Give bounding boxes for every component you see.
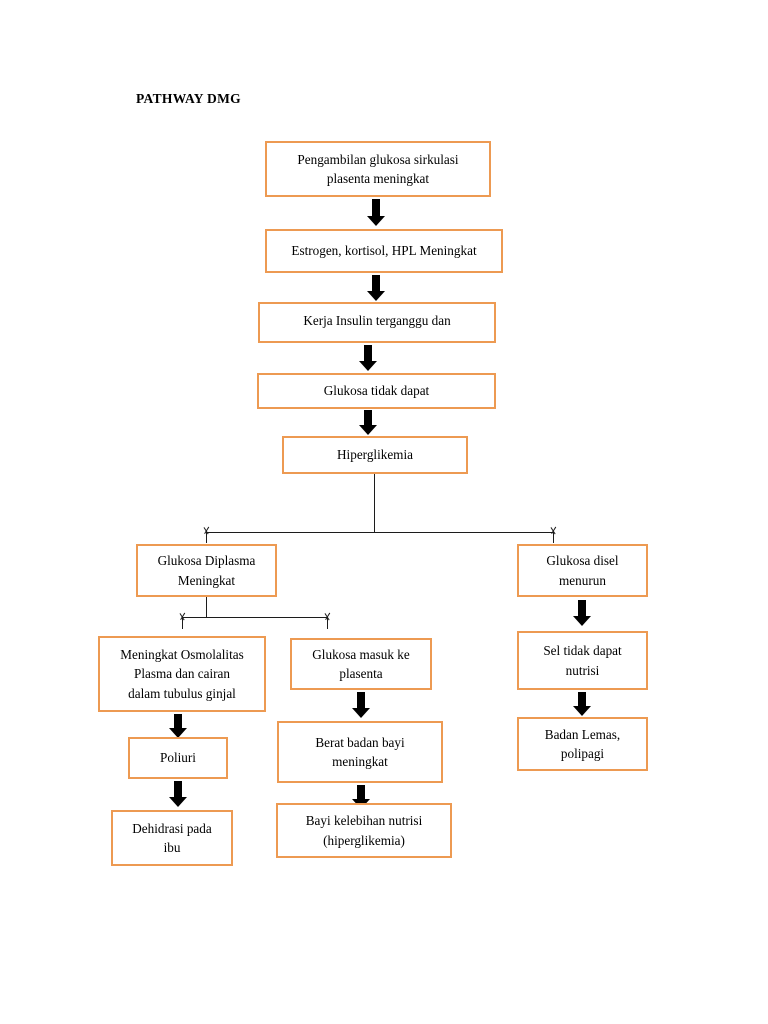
arrow-n7-n10 bbox=[573, 600, 591, 626]
node-glukosa-diplasma-meningkat[interactable]: Glukosa Diplasma Meningkat bbox=[136, 544, 277, 597]
arrow-n1-n2 bbox=[367, 199, 385, 226]
node-berat-badan-bayi-meningkat[interactable]: Berat badan bayi meningkat bbox=[277, 721, 443, 783]
node-badan-lemas-polipagi[interactable]: Badan Lemas, polipagi bbox=[517, 717, 648, 771]
node-label: Hiperglikemia bbox=[337, 447, 413, 463]
node-dehidrasi-pada-ibu[interactable]: Dehidrasi pada ibu bbox=[111, 810, 233, 866]
node-label: Estrogen, kortisol, HPL Meningkat bbox=[291, 243, 477, 259]
arrowhead-to-glukosa-plasenta bbox=[321, 619, 333, 631]
node-label: Sel tidak dapat nutrisi bbox=[543, 643, 622, 678]
connector-hiperglikemia-drop bbox=[374, 474, 375, 532]
node-poliuri[interactable]: Poliuri bbox=[128, 737, 228, 779]
node-label: Berat badan bayi meningkat bbox=[315, 734, 405, 769]
node-meningkat-osmolalitas[interactable]: Meningkat Osmolalitas Plasma dan cairan … bbox=[98, 636, 266, 712]
arrow-n11-n14 bbox=[169, 781, 187, 807]
arrowhead-to-osmolalitas bbox=[176, 619, 188, 631]
node-glukosa-disel-menurun[interactable]: Glukosa disel menurun bbox=[517, 544, 648, 597]
node-hiperglikemia[interactable]: Hiperglikemia bbox=[282, 436, 468, 474]
page-title: PATHWAY DMG bbox=[136, 91, 241, 106]
node-label: Glukosa Diplasma Meningkat bbox=[157, 553, 256, 588]
node-label: Glukosa tidak dapat bbox=[323, 383, 430, 399]
node-glukosa-tidak-dapat[interactable]: Glukosa tidak dapat bbox=[257, 373, 496, 409]
node-label: Glukosa disel menurun bbox=[546, 553, 619, 588]
node-estrogen-kortisol-hpl[interactable]: Estrogen, kortisol, HPL Meningkat bbox=[265, 229, 503, 273]
arrow-n10-n13 bbox=[573, 692, 591, 716]
node-glukosa-masuk-plasenta[interactable]: Glukosa masuk ke plasenta bbox=[290, 638, 432, 690]
arrow-n9-n12 bbox=[352, 692, 370, 718]
node-label: Bayi kelebihan nutrisi (hiperglikemia) bbox=[305, 813, 423, 848]
arrow-n2-n3 bbox=[367, 275, 385, 301]
node-pengambilan-glukosa[interactable]: Pengambilan glukosa sirkulasi plasenta m… bbox=[265, 141, 491, 197]
node-kerja-insulin-terganggu[interactable]: Kerja Insulin terganggu dan bbox=[258, 302, 496, 343]
node-bayi-kelebihan-nutrisi[interactable]: Bayi kelebihan nutrisi (hiperglikemia) bbox=[276, 803, 452, 858]
connector-diplasma-branch bbox=[182, 617, 328, 618]
arrow-n4-n5 bbox=[359, 410, 377, 435]
node-label: Dehidrasi pada ibu bbox=[132, 820, 212, 855]
node-label: Glukosa masuk ke plasenta bbox=[312, 646, 410, 681]
arrow-n3-n4 bbox=[359, 345, 377, 371]
node-sel-tidak-dapat-nutrisi[interactable]: Sel tidak dapat nutrisi bbox=[517, 631, 648, 690]
connector-diplasma-drop bbox=[206, 597, 207, 617]
node-label: Pengambilan glukosa sirkulasi plasenta m… bbox=[297, 151, 459, 186]
node-label: Meningkat Osmolalitas Plasma dan cairan … bbox=[120, 647, 244, 701]
arrow-n8-n11 bbox=[169, 714, 187, 738]
node-label: Poliuri bbox=[160, 750, 196, 766]
connector-hiperglikemia-branch bbox=[206, 532, 554, 533]
node-label: Kerja Insulin terganggu dan bbox=[303, 312, 451, 328]
node-label: Badan Lemas, polipagi bbox=[544, 726, 621, 761]
